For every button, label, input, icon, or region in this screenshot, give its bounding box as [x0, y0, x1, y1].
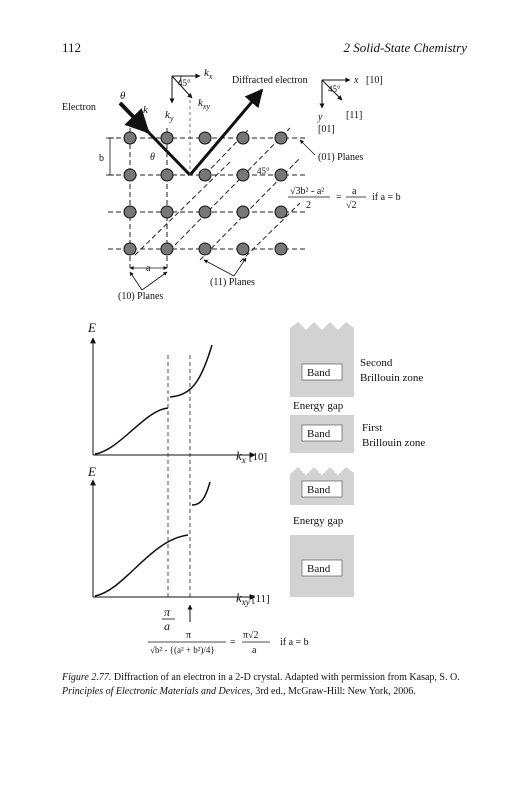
formula-equals: = — [230, 637, 236, 648]
band-label-2: Band — [307, 428, 331, 440]
planes-10-label: (10) Planes — [118, 291, 163, 302]
planes-11-label: (11) Planes — [210, 277, 255, 288]
denominator-two: 2 — [306, 200, 311, 211]
running-header: 2 Solid-State Chemistry — [343, 40, 468, 55]
dir-10-label: [10] — [366, 75, 383, 86]
second-zone-line-2: Brillouin zone — [360, 372, 423, 384]
b-spacing-label: b — [99, 153, 104, 164]
band-label-4: Band — [307, 563, 331, 575]
axes-45-label: 45° — [328, 84, 341, 94]
dir-11-label: [11] — [346, 110, 362, 121]
caption-book-title: Principles of Electronic Materials and D… — [62, 686, 253, 697]
energy-gap-label-1: Energy gap — [293, 400, 344, 412]
figure-caption: Figure 2.77. Diffraction of an electron … — [62, 671, 472, 699]
k-vector-construction — [169, 73, 201, 104]
upper-lower-band-curve — [94, 407, 169, 455]
theta-label-2: θ — [150, 152, 155, 163]
kxy-label: kxy — [198, 97, 210, 111]
y-axis-label: y — [317, 112, 323, 123]
numerator-a: a — [352, 186, 357, 197]
plane-label-arrows — [129, 139, 316, 291]
first-zone-line-2: Brillouin zone — [362, 437, 425, 449]
dir-01-label: [01] — [318, 124, 335, 135]
denominator-root2: √2 — [346, 200, 357, 211]
diffracted-electron-label: Diffracted electron — [232, 75, 308, 86]
theta-label: θ — [120, 90, 126, 102]
equals-sign: = — [336, 192, 342, 203]
upper-E-label: E — [87, 320, 96, 335]
if-a-equals-b: if a = b — [372, 192, 401, 203]
diffracted-electron-line — [188, 88, 264, 176]
a-spacing-label: a — [146, 263, 151, 274]
lower-E-label: E — [87, 464, 96, 479]
energy-gap-label-2: Energy gap — [293, 515, 344, 527]
band-blocks — [290, 322, 354, 597]
pi-over-a-denominator: a — [164, 619, 170, 633]
caption-lead: Figure 2.77. — [62, 672, 112, 683]
second-zone-line-1: Second — [360, 357, 393, 369]
incident-k-arrow — [118, 101, 150, 134]
electron-label: Electron — [62, 102, 96, 113]
band-label-3: Band — [307, 484, 331, 496]
angle-45-label: 45° — [178, 78, 191, 88]
lattice-spacing-marks — [106, 137, 168, 270]
page-number: 112 — [62, 40, 82, 55]
lower-upper-band-curve — [191, 481, 211, 506]
lattice-atoms — [123, 131, 288, 256]
upper-plot-axes — [90, 337, 256, 458]
formula-rhs-numerator: π√2 — [243, 630, 259, 641]
lower-plot-axes — [90, 479, 256, 600]
formula-denominator: √b² - {(a² + b²)/4} — [150, 645, 215, 655]
lower-kxy-label: kxy[11] — [236, 590, 270, 607]
planes-01-label: (01) Planes — [318, 152, 363, 163]
caption-text: Diffraction of an electron in a 2-D crys… — [111, 672, 460, 683]
caption-tail: 3rd ed., McGraw-Hill: New York, 2006. — [252, 686, 416, 697]
first-zone-line-1: First — [362, 422, 382, 434]
band-block-1 — [290, 322, 354, 397]
ky-label: ky — [165, 109, 174, 123]
band-label-boxes — [301, 363, 343, 577]
x-axis-label: x — [353, 75, 359, 86]
diag-45-label: 45° — [257, 166, 270, 176]
formula-numerator: π — [186, 630, 191, 641]
band-label-1: Band — [307, 367, 331, 379]
formula-if: if a = b — [280, 637, 309, 648]
root-expression: √3b² - a² — [290, 186, 324, 197]
k-label: k — [143, 104, 149, 116]
kx-label: kx — [204, 67, 213, 81]
crystal-axes — [319, 77, 351, 109]
zone-boundary-lines — [167, 355, 191, 600]
formula-rhs-denominator: a — [252, 645, 257, 656]
upper-upper-band-curve — [169, 344, 213, 398]
lower-lower-band-curve — [94, 534, 189, 597]
pi-over-a-numerator: π — [164, 605, 171, 619]
upper-kx-label: kx[10] — [236, 448, 267, 465]
